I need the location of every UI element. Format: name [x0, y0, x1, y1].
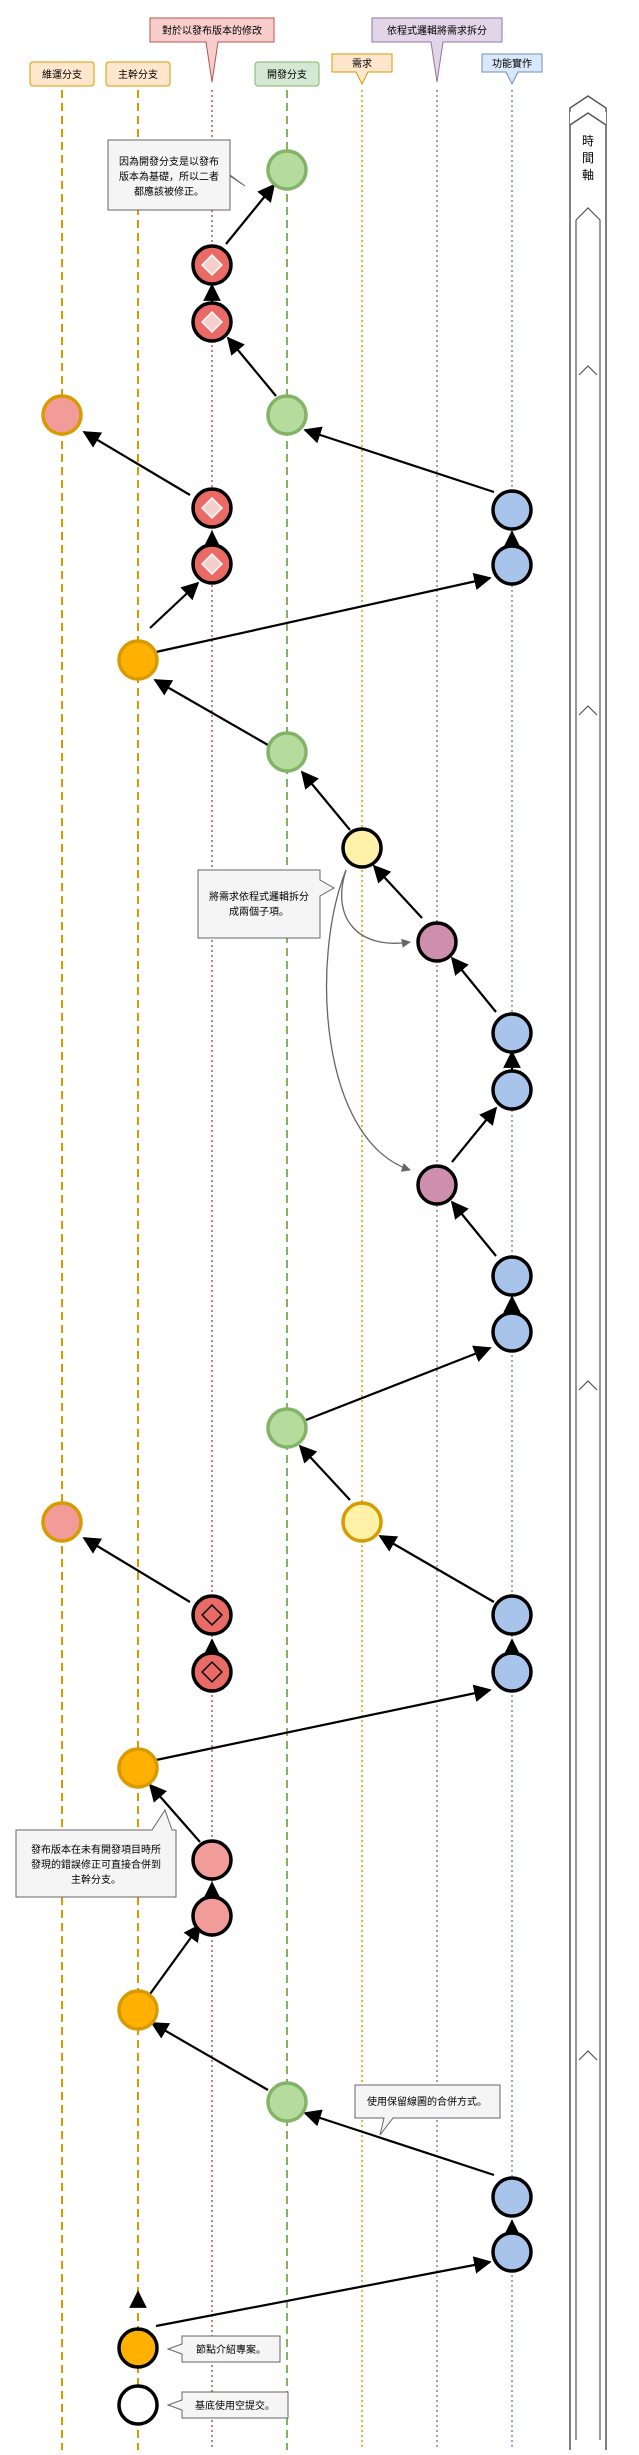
- feature-commit-node: [491, 2176, 533, 2218]
- callout-merge-style-text: 使用保留線圖的合併方式。: [367, 2095, 487, 2108]
- edge: [82, 431, 191, 496]
- lane-header-split-label: 依程式邏輯將需求拆分: [387, 24, 487, 37]
- edge: [303, 426, 495, 494]
- edge: [372, 864, 423, 919]
- split-curve-2: [325, 869, 411, 1172]
- feature-commit-node: [491, 1651, 533, 1693]
- release-fix-node: [191, 1895, 233, 1937]
- callout-split-line1: 將需求依程式邏輯拆分: [209, 890, 309, 903]
- callout-release-based-line1: 因為開發分支是以發布: [119, 155, 219, 168]
- edge: [305, 1345, 492, 1422]
- feature-commit-node: [491, 489, 533, 531]
- edge: [303, 2109, 495, 2177]
- lane-header-main-label: 主幹分支: [118, 68, 158, 81]
- edge: [298, 1444, 351, 1501]
- develop-commit-node: [266, 731, 308, 773]
- lane-headers: 維運分支 主幹分支 對於以發布版本的修改 開發分支 需求 依程式邏輯將需求拆分 …: [29, 17, 543, 87]
- edge: [451, 1106, 498, 1163]
- main-commit-node: [117, 639, 159, 681]
- release-fix-node: [191, 487, 233, 529]
- lane-header-hotfix-label: 維運分支: [42, 68, 82, 81]
- callout-release-bug-line2: 發現的錯誤修正可直接合併到: [31, 1858, 161, 1871]
- edge: [450, 956, 497, 1013]
- release-fix-node: [191, 1594, 233, 1636]
- feature-commit-node: [491, 544, 533, 586]
- feature-commit-node: [491, 1594, 533, 1636]
- edge: [149, 1923, 202, 1995]
- timeline-label-3: 軸: [582, 168, 594, 182]
- release-fix-node: [191, 1839, 233, 1881]
- feature-commit-node: [491, 1069, 533, 1111]
- lane-header-feature: 功能實作: [481, 53, 543, 86]
- edge: [148, 1783, 201, 1843]
- hotfix-release-node: [41, 1501, 83, 1543]
- callout-release-bug-line3: 主幹分支。: [71, 1873, 121, 1886]
- split-curves: [325, 869, 411, 1172]
- callout-base-commit: 基底使用空提交。: [166, 2391, 289, 2419]
- release-fix-node: [191, 1651, 233, 1693]
- callouts: 因為開發分支是以發布 版本為基礎，所以二者 都應該被修正。 將需求依程式邏輯拆分…: [15, 139, 501, 2419]
- edge: [155, 2256, 492, 2328]
- edge: [226, 336, 277, 397]
- edge: [155, 572, 492, 654]
- release-fix-node: [191, 543, 233, 585]
- requirement-node: [341, 827, 383, 869]
- main-commit-node: [117, 2327, 159, 2369]
- develop-commit-node: [266, 394, 308, 436]
- main-commit-node: [117, 1747, 159, 1789]
- timeline-label-2: 間: [582, 151, 594, 165]
- feature-commit-node: [491, 1311, 533, 1353]
- hotfix-release-node: [41, 394, 83, 436]
- nodes: [41, 149, 533, 2426]
- lane-header-requirement: 需求: [331, 53, 393, 86]
- develop-commit-node: [266, 149, 308, 191]
- timeline: 時 間 軸: [569, 95, 607, 2450]
- callout-release-based-line2: 版本為基礎，所以二者: [119, 170, 219, 183]
- edge: [225, 183, 276, 245]
- edge: [150, 2022, 269, 2091]
- edge: [155, 1684, 492, 1762]
- edge: [300, 770, 351, 831]
- feature-commit-node: [491, 2231, 533, 2273]
- lane-header-main: 主幹分支: [105, 61, 171, 87]
- split-node: [416, 1164, 458, 1206]
- lane-header-develop: 開發分支: [254, 61, 320, 87]
- callout-release-based-line3: 都應該被修正。: [134, 185, 204, 198]
- callout-release-bug: 發布版本在未有開發項目時所 發現的錯誤修正可直接合併到 主幹分支。: [15, 1808, 177, 1898]
- lane-header-release-fix: 對於以發布版本的修改: [149, 17, 275, 83]
- develop-commit-node: [266, 2081, 308, 2123]
- callout-merge-style: 使用保留線圖的合併方式。: [354, 2084, 501, 2136]
- lane-header-develop-label: 開發分支: [267, 68, 307, 81]
- lane-header-requirement-label: 需求: [352, 58, 372, 70]
- requirement-node: [341, 1501, 383, 1543]
- edge: [149, 581, 200, 629]
- callout-readme: 節點介紹專案。: [166, 2335, 281, 2363]
- edge: [82, 1537, 191, 1603]
- release-fix-node: [191, 301, 233, 343]
- lane-header-split: 依程式邏輯將需求拆分: [371, 17, 503, 83]
- edge: [450, 1200, 497, 1257]
- main-commit-node: [117, 1989, 159, 2031]
- callout-readme-text: 節點介紹專案。: [196, 2343, 266, 2356]
- lane-header-hotfix: 維運分支: [29, 61, 95, 87]
- feature-commit-node: [491, 1012, 533, 1054]
- feature-commit-node: [491, 1255, 533, 1297]
- release-fix-node: [191, 244, 233, 286]
- edge: [378, 1535, 495, 1603]
- timeline-label-1: 時: [582, 134, 594, 148]
- base-empty-commit-node: [117, 2384, 159, 2426]
- split-curve-1: [341, 869, 411, 948]
- split-node: [416, 921, 458, 963]
- develop-commit-node: [266, 1407, 308, 1449]
- edge: [153, 679, 269, 746]
- callout-release-bug-line1: 發布版本在未有開發項目時所: [31, 1843, 161, 1856]
- edges: [82, 183, 521, 2328]
- callout-split-line2: 成兩個子項。: [229, 905, 289, 918]
- callout-base-commit-text: 基底使用空提交。: [195, 2399, 275, 2412]
- lane-header-feature-label: 功能實作: [492, 57, 532, 70]
- callout-release-based: 因為開發分支是以發布 版本為基礎，所以二者 都應該被修正。: [107, 139, 246, 211]
- lane-header-release-fix-label: 對於以發布版本的修改: [162, 24, 262, 37]
- callout-split-requirement: 將需求依程式邏輯拆分 成兩個子項。: [197, 869, 336, 939]
